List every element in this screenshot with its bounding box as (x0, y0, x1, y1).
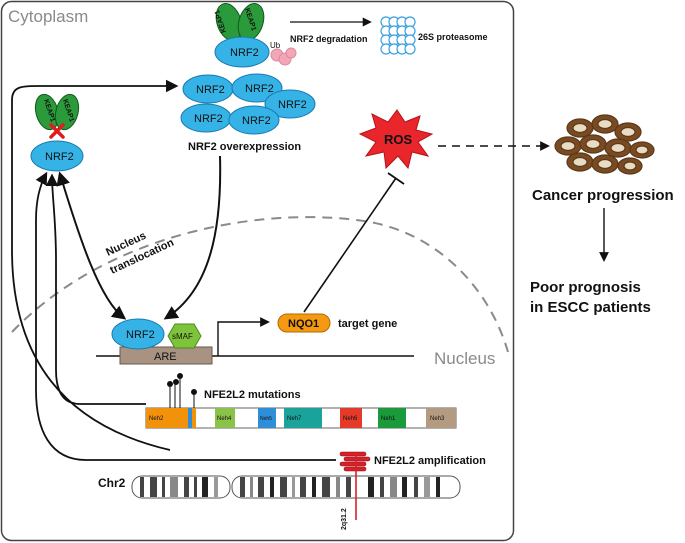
svg-text:Neh1: Neh1 (381, 416, 396, 422)
nrf2-protein (214, 36, 270, 68)
svg-text:NQO1: NQO1 (288, 318, 319, 330)
inhibition-x-icon (49, 123, 65, 139)
nucleus-translocation-arrow (56, 171, 127, 320)
domain-neh2 (146, 408, 168, 428)
target-gene-label: target gene (338, 318, 397, 330)
inhibition-bar (387, 172, 405, 185)
poor-prognosis-line1: Poor prognosis (530, 279, 641, 296)
svg-text:NRF2: NRF2 (196, 84, 225, 96)
nfe2l2-mutations-label: NFE2L2 mutations (204, 389, 301, 401)
ros-star (358, 109, 434, 170)
svg-text:Neh4: Neh4 (217, 416, 232, 422)
cancer-cells-icon (554, 114, 655, 175)
svg-text:Neh6: Neh6 (343, 416, 358, 422)
smaf-protein (167, 323, 202, 349)
free-nrf2 (30, 140, 84, 172)
transcription-arrow (217, 317, 270, 356)
nuclear-envelope (11, 216, 509, 353)
nrf2-cluster: NRF2 NRF2 NRF2 NRF2 NRF2 (180, 73, 316, 135)
svg-text:Neh3: Neh3 (430, 416, 445, 422)
nqo1-gene (277, 313, 331, 333)
svg-text:NRF2: NRF2 (45, 151, 74, 163)
inactive-keap1: KEAP1 KEAP1 (34, 93, 80, 131)
domain-neh7 (284, 408, 322, 428)
svg-text:NRF2: NRF2 (242, 115, 271, 127)
loop-arrow-to-cluster (11, 79, 179, 451)
domain-neh3 (426, 408, 456, 428)
svg-text:Ub: Ub (270, 41, 281, 50)
nrf2-degradation-label: NRF2 degradation (290, 34, 368, 44)
amplification-arrow (35, 171, 336, 461)
chr2-label: Chr2 (98, 476, 126, 490)
poor-prognosis-line2: in ESCC patients (530, 299, 651, 316)
svg-text:NRF2: NRF2 (194, 113, 223, 125)
nuclear-nrf2 (111, 318, 165, 350)
band-label: 2q31.2 (341, 508, 348, 530)
svg-text:NRF2: NRF2 (230, 47, 259, 59)
nucleus-label: Nucleus (434, 349, 495, 368)
proteasome-label: 26S proteasome (418, 32, 488, 42)
nfe2l2-domain-bar: Neh2 Neh4 Neh5 Neh7 Neh6 Neh1 Neh3 (145, 407, 457, 429)
proteasome-icon (380, 16, 416, 55)
svg-text:NRF2: NRF2 (278, 99, 307, 111)
overexpression-to-are-arrow (163, 155, 222, 320)
domain-neh4 (215, 408, 235, 428)
mutations-arrow (45, 173, 146, 405)
chr2-ideogram (131, 475, 461, 499)
nfe2l2-amplification-label: NFE2L2 amplification (374, 455, 486, 467)
cytoplasm-label: Cytoplasm (8, 7, 88, 26)
are-element (119, 346, 213, 365)
nrf2-overexpression-label: NRF2 overexpression (188, 141, 301, 153)
cell-boundary (0, 0, 515, 542)
svg-text:Neh7: Neh7 (287, 416, 302, 422)
svg-text:Neh2: Neh2 (149, 416, 164, 422)
amplification-icon (339, 451, 371, 472)
domain-neh5 (258, 408, 276, 428)
ros-label: ROS (384, 132, 413, 147)
svg-text:sMAF: sMAF (172, 332, 193, 341)
nqo1-inhibits-ros (303, 177, 397, 313)
domain-neh1 (378, 408, 406, 428)
svg-text:NRF2: NRF2 (126, 329, 155, 341)
cancer-progression-label: Cancer progression (532, 187, 674, 204)
keap1-nrf2-ub-complex: KEAP1 KEAP1 NRF2 Ub (214, 3, 297, 68)
mutation-lollipops (167, 373, 197, 408)
domain-neh6 (340, 408, 362, 428)
svg-text:ARE: ARE (154, 351, 177, 363)
svg-text:Neh5: Neh5 (260, 416, 272, 422)
svg-text:NRF2: NRF2 (245, 83, 274, 95)
